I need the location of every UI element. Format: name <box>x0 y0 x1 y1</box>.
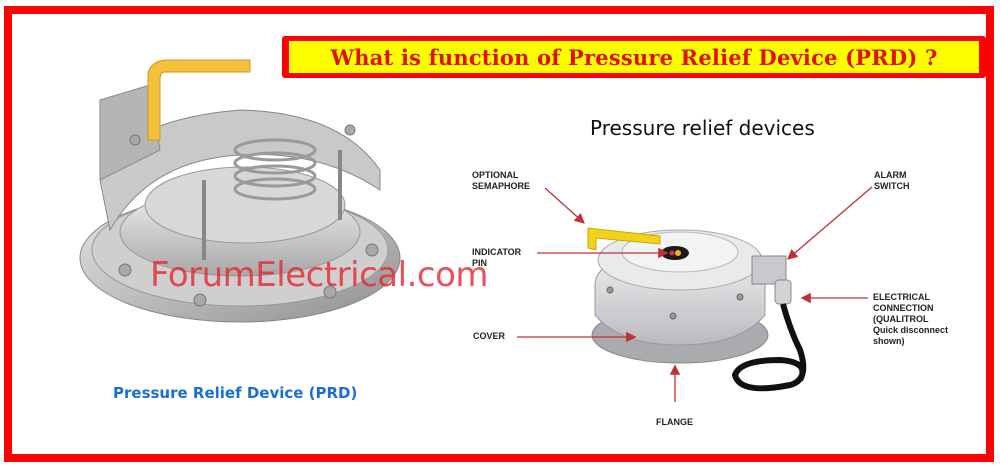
label-indicator-pin: INDICATOR PIN <box>472 247 521 269</box>
page-title: What is function of Pressure Relief Devi… <box>330 44 938 70</box>
label-line: Quick disconnect <box>873 325 949 335</box>
label-line: SWITCH <box>874 181 910 191</box>
label-flange: FLANGE <box>656 417 693 428</box>
prd-photo-image <box>587 227 807 392</box>
label-line: ELECTRICAL <box>873 292 930 302</box>
callout-arrows <box>517 186 873 402</box>
label-optional-semaphore: OPTIONAL SEMAPHORE <box>472 170 530 192</box>
label-line: COVER <box>473 331 506 341</box>
label-alarm-switch: ALARM SWITCH <box>874 170 910 192</box>
label-line: CONNECTION <box>873 303 934 313</box>
label-cover: COVER <box>473 331 505 342</box>
label-line: shown) <box>873 336 905 346</box>
label-line: OPTIONAL <box>472 170 519 180</box>
label-line: (QUALITROL <box>873 314 929 324</box>
label-line: INDICATOR <box>472 247 522 257</box>
left-caption: Pressure Relief Device (PRD) <box>113 384 358 402</box>
label-line: SEMAPHORE <box>472 181 531 191</box>
cutaway-device-image <box>79 59 401 323</box>
watermark: ForumElectrical.com <box>150 255 489 295</box>
label-electrical-connection: ELECTRICAL CONNECTION (QUALITROL Quick d… <box>873 292 948 347</box>
title-banner: What is function of Pressure Relief Devi… <box>282 36 986 78</box>
diagram-heading: Pressure relief devices <box>590 116 815 140</box>
label-line: FLANGE <box>656 417 693 427</box>
label-line: ALARM <box>874 170 907 180</box>
label-line: PIN <box>472 258 488 268</box>
